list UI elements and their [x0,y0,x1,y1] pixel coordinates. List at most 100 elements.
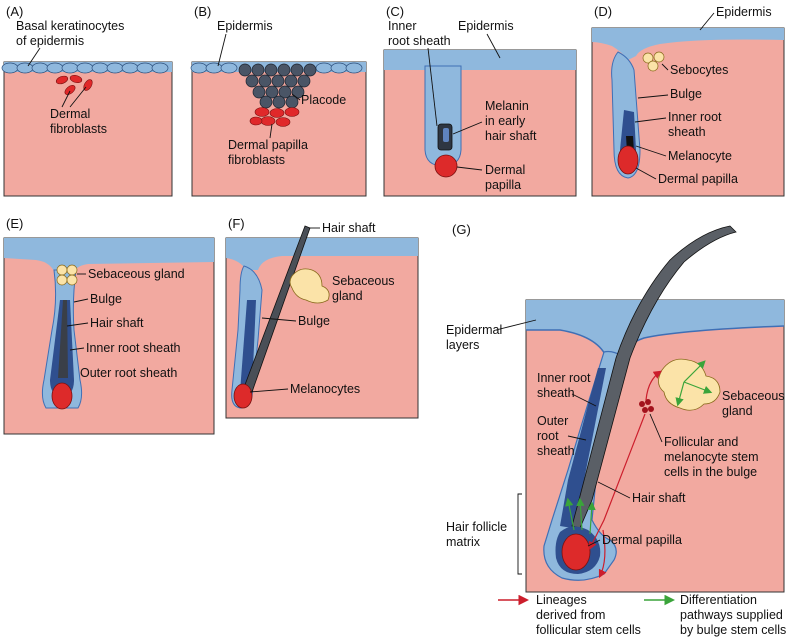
panel-c-dermal-papilla [434,154,458,178]
panel-g-shaft-leader [597,481,631,499]
panel-c-letter: (C) [386,4,404,19]
panel-b-keratinocytes [190,62,363,74]
panel-g-epidermal-layers [526,300,784,358]
panel-d-bulge-leader [637,94,669,99]
panel-e-epidermis [4,238,214,276]
panel-g-stem-label: Follicular and melanocyte stem cells in … [664,435,762,479]
panel-g-inner-leader [571,393,597,407]
panel-g-diff-arrow-6 [587,501,596,535]
panel-b-papilla-label: Dermal papilla fibroblasts [228,138,311,167]
panel-g-lineage-arrow-matrix [588,413,646,551]
panel-g-bulge-stem-cells [639,399,654,413]
panel-b-placode-label: Placode [301,93,346,107]
panel-d-epidermis-leader [699,12,715,31]
panel-c-papilla-leader [456,166,483,171]
panel-g-inner-root-sheath [560,368,606,528]
panel-f-sebaceous-gland [289,268,330,304]
panel-a-basal-leader [27,47,41,67]
panel-g: (G) Epidermal layers Inne [446,222,787,593]
panel-d-papilla-label: Dermal papilla [658,172,738,186]
panel-d-dermal-papilla [617,145,639,175]
panel-f-bulge-leader [261,317,297,322]
panel-b-placode [238,63,317,109]
panel-e-shaft-label: Hair shaft [90,316,144,330]
panel-g-dermal-papilla [561,533,591,571]
panel-f-melanocytes-label: Melanocytes [290,382,360,396]
panel-f-letter: (F) [228,216,245,231]
panel-a-basal-keratinocytes [1,62,169,74]
panel-d-sebocytes-leader [661,63,669,71]
panel-e-bulge-leader [73,298,89,303]
panel-g-outer-label: Outer root sheath [537,414,575,458]
panel-d-papilla-leader [635,167,657,180]
panel-g-stem-leader [649,413,663,443]
panel-g-lineage-arrow-sheath [598,529,607,579]
panel-b-epidermis-label: Epidermis [217,19,273,33]
panel-c-inner-label: Inner root sheath [388,19,451,48]
panel-e-inner-leader [69,347,85,351]
panel-c-epidermis-label: Epidermis [458,19,514,33]
panel-a-dermal-leader [61,86,87,108]
panel-e-hair-shaft [58,300,68,378]
panel-d: (D) Epidermis Sebocytes Bulge Inner root… [591,4,785,197]
panel-g-matrix-label: Hair follicle matrix [446,520,511,549]
panel-e-dermis [3,237,215,435]
panel-g-layers-leader [495,319,537,331]
panel-c-melanin-label: Melanin in early hair shaft [485,99,537,143]
panel-g-outer-leader [567,435,587,441]
panel-g-layers-label: Epidermal layers [446,323,506,352]
panel-g-diff-arrow-5 [576,497,585,531]
panel-b-papilla-leader [269,123,273,139]
panel-g-sebaceous-gland [658,358,721,411]
panel-e-letter: (E) [6,216,23,231]
panel-d-letter: (D) [594,4,612,19]
legend-differentiation-label: Differentiation pathways supplied by bul… [680,593,786,637]
panel-a-basal-label: Basal keratinocytes of epidermis [16,19,128,48]
panel-a: (A) Basal keratinocytes of epidermis Der… [1,4,173,197]
panel-e-shaft-leader [66,322,89,327]
panel-g-matrix-bracket [517,493,522,575]
panel-b-epidermis-leader [217,33,227,67]
panel-e-inner-label: Inner root sheath [86,341,181,355]
panel-g-hair-shaft [571,225,737,529]
panel-c-melanin-leader [452,121,483,135]
panel-e-dermal-papilla [51,382,73,410]
panel-a-dermal-label: Dermal fibroblasts [50,107,107,136]
panel-f: (F) Hair shaft Sebaceous gland Bulge Mel… [225,216,419,419]
panel-d-epidermis-label: Epidermis [716,5,772,19]
panel-b-placode-leader [291,93,301,101]
panel-f-dermal-papilla [233,383,253,409]
panel-f-shaft-label: Hair shaft [322,221,376,235]
panel-g-sebaceous-label: Sebaceous gland [722,389,787,418]
panel-b-dermal-papilla [249,107,300,127]
panel-g-lineage-arrow-gland [645,370,662,401]
panel-g-diff-arrow-1 [683,360,706,383]
panel-e-sebaceous-gland [56,264,78,286]
panel-c-shaft-core [443,128,449,142]
panel-b: (B) Epidermis Placode Dermal papilla fib… [190,4,367,197]
panel-c-inner-leader [427,47,438,127]
panel-g-diff-arrow-3 [675,381,685,407]
panel-d-inner-label: Inner root sheath [668,110,725,139]
panel-e: (E) Sebaceous gland Bulge Hair shaft Inn… [3,216,215,435]
panel-g-letter: (G) [452,222,471,237]
panel-e-outer-label: Outer root sheath [80,366,177,380]
panel-c-papilla-label: Dermal papilla [485,163,529,192]
panel-d-bulge-label: Bulge [670,87,702,101]
panel-d-epidermis [592,28,784,60]
panel-c-epidermis [384,50,576,70]
panel-a-letter: (A) [6,4,23,19]
panel-g-papilla-label: Dermal papilla [602,533,682,547]
panel-d-inner-leader [634,117,667,123]
panel-f-epidermis [226,238,418,270]
legend-lineage-label: Lineages derived from follicular stem ce… [536,593,641,637]
panel-g-diff-arrow-4 [565,497,575,531]
panel-e-sebaceous-label: Sebaceous gland [88,267,185,281]
panel-d-melanocyte-leader [635,145,667,157]
panel-c: (C) Inner root sheath Epidermis Melanin … [383,4,577,197]
panel-f-sebaceous-label: Sebaceous gland [332,274,398,303]
panel-e-bulge-label: Bulge [90,292,122,306]
panel-c-epidermis-leader [486,33,501,59]
legend: Lineages derived from follicular stem ce… [498,593,786,637]
